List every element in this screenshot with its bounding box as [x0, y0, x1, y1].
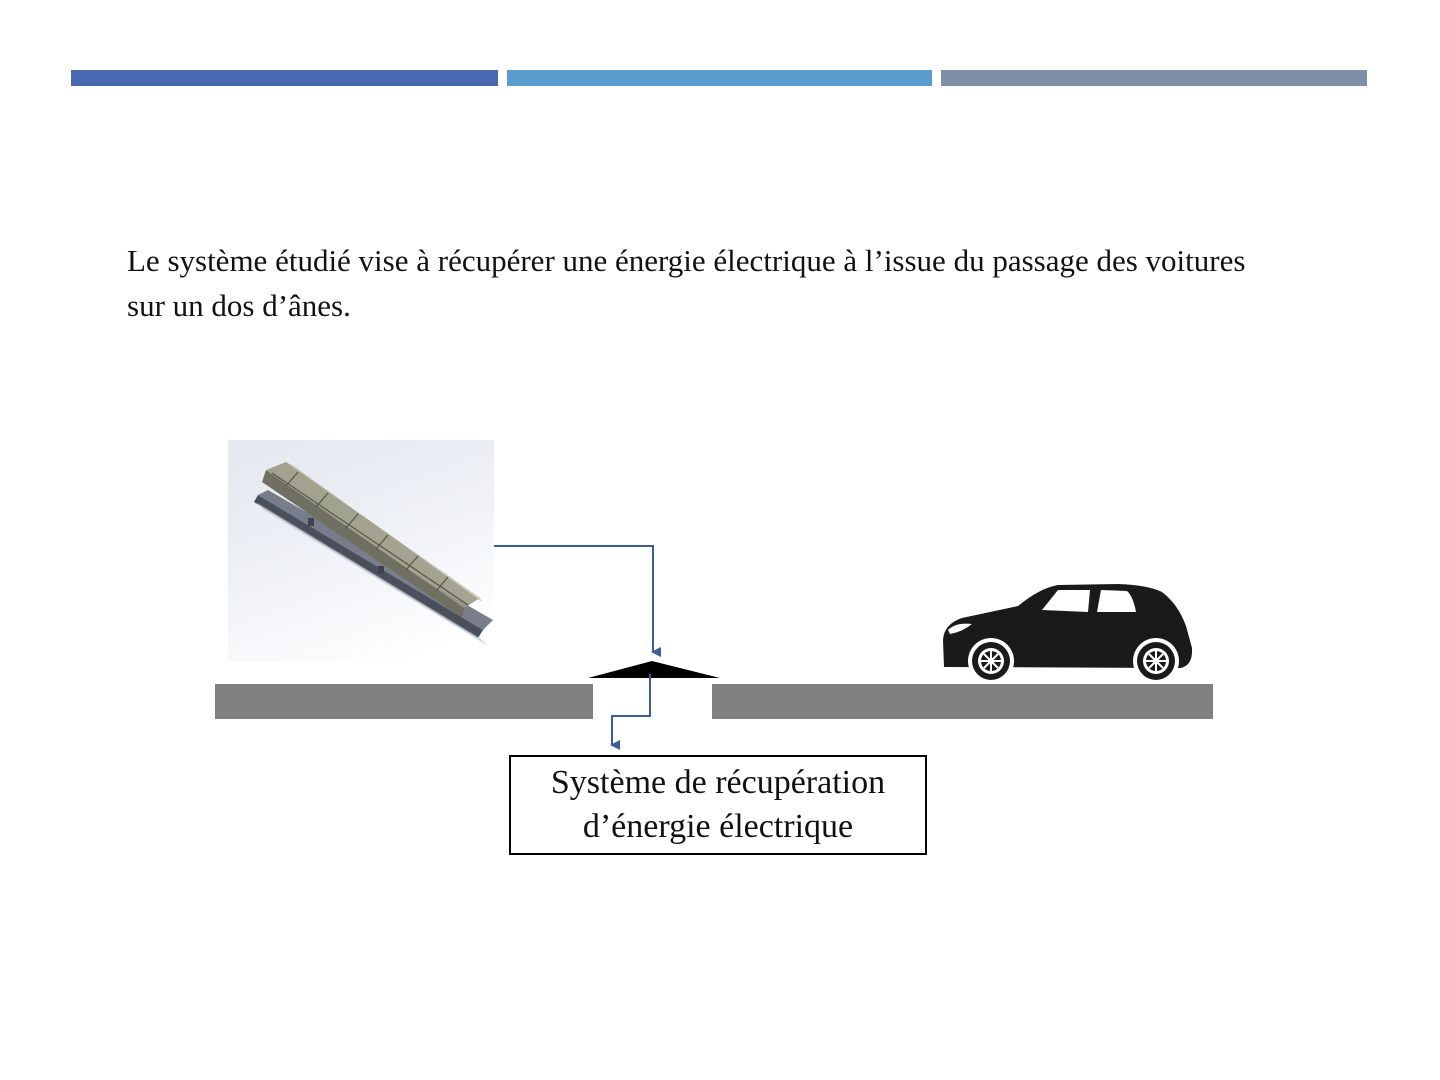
box-label-line-2: d’énergie électrique: [583, 805, 853, 849]
box-label-line-1: Système de récupération: [551, 761, 885, 805]
arrow-bump-to-system: [612, 674, 650, 745]
arrow-render-to-bump: [494, 546, 653, 652]
speed-bump-icon: [588, 661, 720, 678]
energy-recovery-system-box: Système de récupération d’énergie électr…: [509, 755, 927, 855]
car-icon: [943, 584, 1192, 684]
